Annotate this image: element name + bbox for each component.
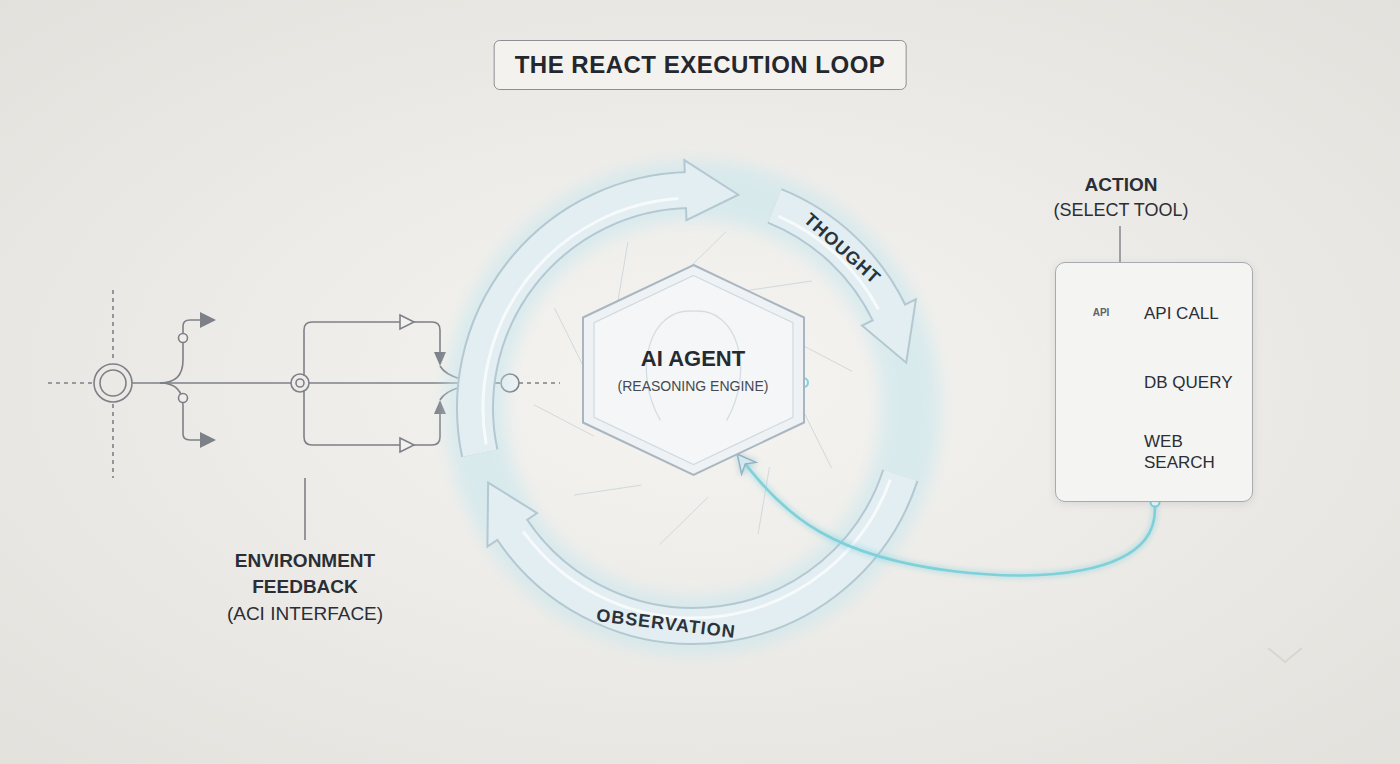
ring-glow [475, 190, 911, 626]
tool-label: DB QUERY [1144, 372, 1233, 393]
start-circle [100, 370, 126, 396]
node-circle [291, 374, 309, 392]
agent-hexagon: AI AGENT (REASONING ENGINE) [583, 265, 804, 475]
network-line [758, 467, 769, 534]
arrow-head [200, 432, 216, 448]
loop-stage-label: THOUGHT [799, 209, 884, 289]
hollow-arrow [400, 438, 414, 452]
environment-label: ENVIRONMENT FEEDBACK [205, 548, 405, 599]
panel-subheading: (SELECT TOOL) [1053, 199, 1188, 222]
branch-line [160, 320, 202, 383]
loop-stage-label: OBSERVATION [596, 605, 738, 643]
title-box: THE REACT EXECUTION LOOP [494, 40, 907, 90]
dashed-line [112, 290, 114, 362]
loop-line [304, 390, 440, 445]
network-line [660, 497, 709, 545]
panel-heading: ACTION [1085, 173, 1158, 197]
hexagon-inner [594, 276, 793, 465]
loop-arrow-head [684, 160, 738, 220]
watermark-mark [1268, 648, 1302, 662]
junction-dot [179, 394, 188, 403]
hexagon-shape [583, 265, 804, 475]
tool-label: WEB SEARCH [1144, 431, 1214, 474]
loop-band [510, 475, 900, 626]
arrow-head [434, 400, 446, 414]
band-highlight [523, 480, 890, 618]
branch-line [160, 383, 202, 440]
tool-panel: ACTION(SELECT TOOL)API CALLDB QUERYWEB S… [1055, 262, 1253, 502]
network-line [554, 308, 584, 369]
loop-line [304, 322, 440, 376]
dashed-line [519, 382, 560, 384]
hollow-arrow [400, 315, 414, 329]
agent-title: AI AGENT [641, 346, 745, 372]
agent-subtitle: (REASONING ENGINE) [618, 378, 769, 394]
leader-line [1119, 226, 1120, 262]
dashed-line [112, 404, 114, 478]
flow-connector [804, 381, 1056, 384]
arrow-head [434, 352, 446, 366]
arrow-head [200, 312, 216, 328]
icon-text: API [1093, 306, 1110, 320]
environment-sublabel: (ACI INTERFACE) [205, 601, 405, 627]
tool-label: API CALL [1144, 303, 1219, 324]
start-circle [94, 364, 132, 402]
network-line [574, 485, 641, 495]
flow-line [132, 382, 291, 384]
node-circle [296, 379, 304, 387]
dashed-line [48, 382, 93, 384]
leader-line [304, 478, 306, 540]
network-line [801, 407, 831, 468]
network-line [745, 281, 812, 291]
loop-band [775, 206, 891, 316]
loop-ring [475, 160, 916, 626]
junction-dot [179, 334, 188, 343]
